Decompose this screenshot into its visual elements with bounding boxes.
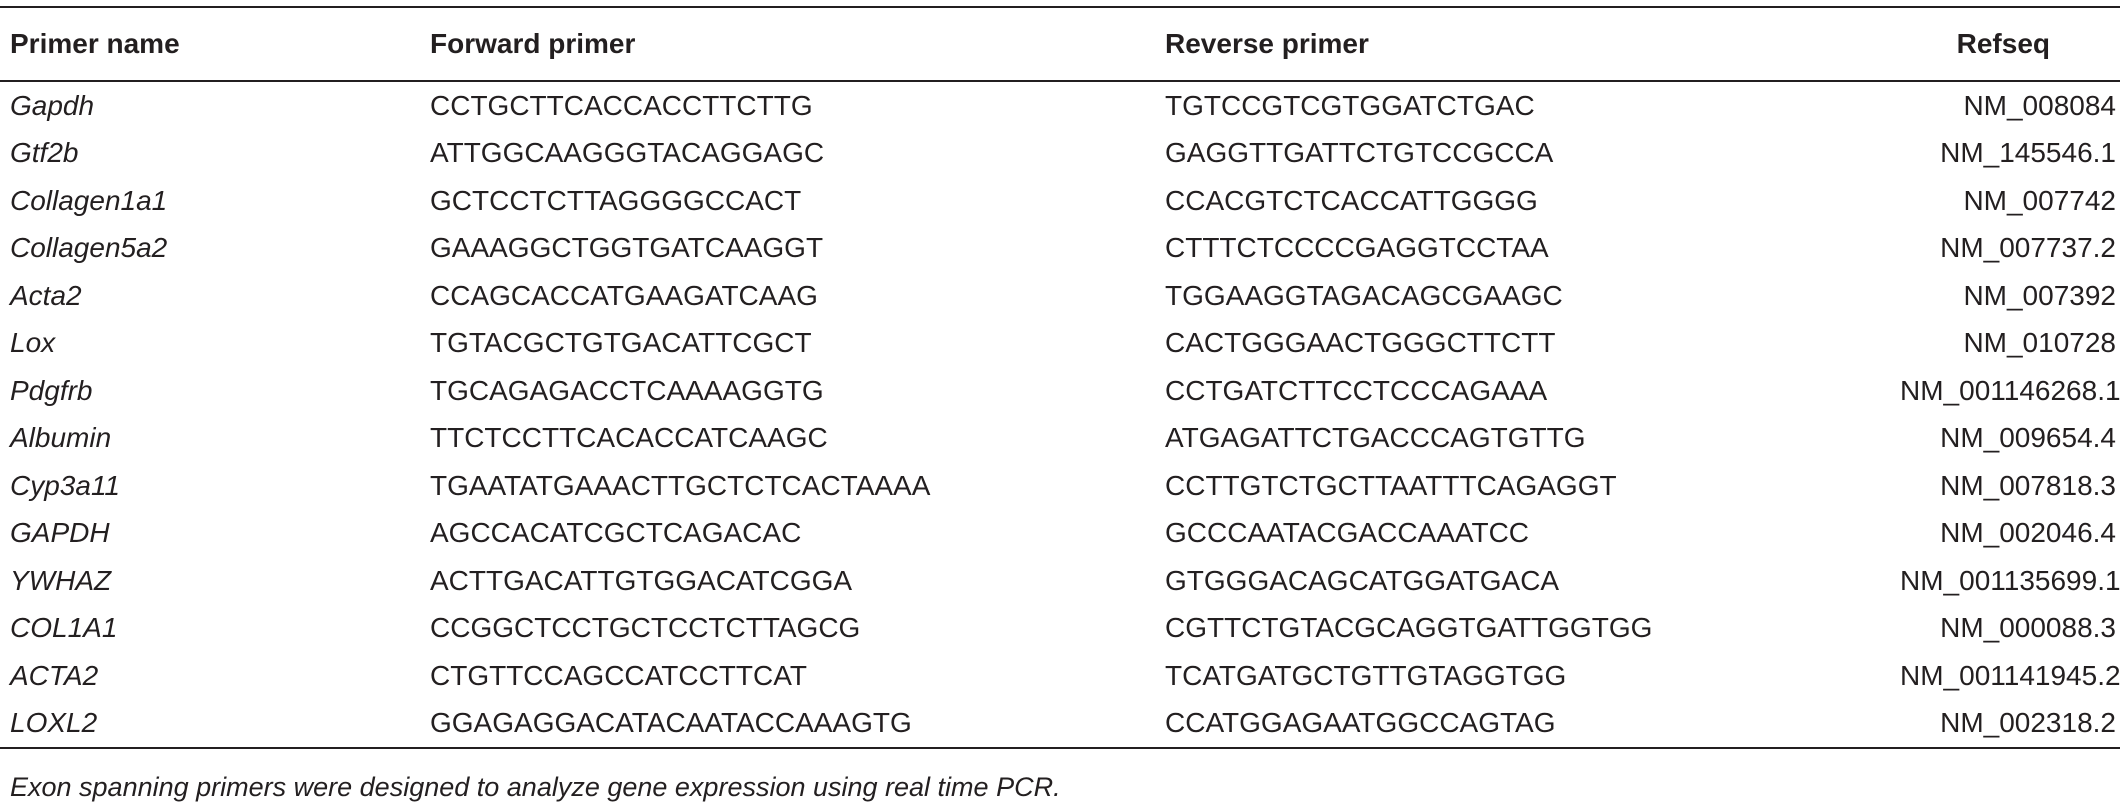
primer-name-cell: Cyp3a11 (10, 469, 121, 501)
forward-primer-cell: CCAGCACCATGAAGATCAAG (430, 279, 818, 311)
table-row: Collagen1a1 GCTCCTCTTAGGGGCCACT CCACGTCTCA… (0, 177, 2120, 225)
forward-primer-cell: CCGGCTCCTGCTCCTCTTAGCG (430, 612, 861, 644)
primer-name-cell: ACTA2 (10, 659, 99, 691)
reverse-primer-cell: CGTTCTGTACGCAGGTGATTGGTGG (1165, 612, 1653, 644)
table-row: LOXL2 GGAGAGGACATACAATACCAAAGTG CCATGGAGAA… (0, 700, 2120, 748)
table-row: Cyp3a11 TGAATATGAAACTTGCTCTCACTAAAA CCTTGT… (0, 462, 2120, 510)
forward-primer-cell: ACTTGACATTGTGGACATCGGA (430, 564, 853, 596)
primer-name-cell: Acta2 (10, 279, 82, 311)
refseq-cell: NM_007392 (1963, 279, 2116, 311)
refseq-cell: NM_007737.2 (1940, 232, 2116, 264)
table-row: Pdgfrb TGCAGAGACCTCAAAAGGTG CCTGATCTTCCTCC… (0, 367, 2120, 415)
reverse-primer-cell: TGGAAGGTAGACAGCGAAGC (1165, 279, 1563, 311)
primer-table: Primer name Forward primer Reverse prime… (0, 8, 2120, 80)
forward-primer-cell: ATTGGCAAGGGTACAGGAGC (430, 137, 825, 169)
forward-primer-cell: GAAAGGCTGGTGATCAAGGT (430, 232, 824, 264)
primer-table-container: Primer name Forward primer Reverse prime… (0, 6, 2120, 749)
table-row: Gtf2b ATTGGCAAGGGTACAGGAGC GAGGTTGATTCTGTC… (0, 130, 2120, 178)
header-forward-primer: Forward primer (430, 28, 636, 59)
reverse-primer-cell: TGTCCGTCGTGGATCTGAC (1165, 89, 1535, 121)
table-header-rule (0, 80, 2120, 82)
table-body: Gapdh CCTGCTTCACCACCTTCTTG TGTCCGTCGTGGATC… (0, 82, 2120, 747)
reverse-primer-cell: GAGGTTGATTCTGTCCGCCA (1165, 137, 1554, 169)
reverse-primer-cell: CCATGGAGAATGGCCAGTAG (1165, 707, 1556, 739)
refseq-cell: NM_007818.3 (1940, 469, 2116, 501)
primer-name-cell: Lox (10, 327, 56, 359)
forward-primer-cell: CCTGCTTCACCACCTTCTTG (430, 89, 813, 121)
forward-primer-cell: TGCAGAGACCTCAAAAGGTG (430, 374, 824, 406)
table-row: COL1A1 CCGGCTCCTGCTCCTCTTAGCG CGTTCTGTACGC… (0, 605, 2120, 653)
forward-primer-cell: AGCCACATCGCTCAGACAC (430, 517, 802, 549)
reverse-primer-cell: GCCCAATACGACCAAATCC (1165, 517, 1530, 549)
forward-primer-cell: GCTCCTCTTAGGGGCCACT (430, 184, 802, 216)
reverse-primer-cell: TCATGATGCTGTTGTAGGTGG (1165, 659, 1567, 691)
refseq-cell: NM_145546.1 (1940, 137, 2116, 169)
table-row: Lox TGTACGCTGTGACATTCGCT CACTGGGAACTGGGCTT… (0, 320, 2120, 368)
table-row: GAPDH AGCCACATCGCTCAGACAC GCCCAATACGACCAAA… (0, 510, 2120, 558)
primer-name-cell: COL1A1 (10, 612, 118, 644)
header-primer-name: Primer name (10, 28, 180, 59)
reverse-primer-cell: GTGGGACAGCATGGATGACA (1165, 564, 1560, 596)
table-top-rule (0, 6, 2120, 8)
table-row: Acta2 CCAGCACCATGAAGATCAAG TGGAAGGTAGACAGC… (0, 272, 2120, 320)
reverse-primer-cell: CCACGTCTCACCATTGGGG (1165, 184, 1538, 216)
forward-primer-cell: TGTACGCTGTGACATTCGCT (430, 327, 812, 359)
table-row: Collagen5a2 GAAAGGCTGGTGATCAAGGT CTTTCTCCC… (0, 225, 2120, 273)
refseq-cell: NM_001146268.1 (1900, 374, 2120, 406)
table-bottom-rule (0, 747, 2120, 749)
forward-primer-cell: GGAGAGGACATACAATACCAAAGTG (430, 707, 912, 739)
reverse-primer-cell: ATGAGATTCTGACCCAGTGTTG (1165, 422, 1586, 454)
forward-primer-cell: CTGTTCCAGCCATCCTTCAT (430, 659, 807, 691)
primer-name-cell: Gtf2b (10, 137, 79, 169)
header-reverse-primer: Reverse primer (1165, 28, 1369, 59)
primer-name-cell: Albumin (10, 422, 112, 454)
table-row: ACTA2 CTGTTCCAGCCATCCTTCAT TCATGATGCTGTTGT… (0, 652, 2120, 700)
primer-table-body: Gapdh CCTGCTTCACCACCTTCTTG TGTCCGTCGTGGATC… (0, 82, 2120, 747)
table-row: Gapdh CCTGCTTCACCACCTTCTTG TGTCCGTCGTGGATC… (0, 82, 2120, 130)
refseq-cell: NM_002318.2 (1940, 707, 2116, 739)
primer-name-cell: YWHAZ (10, 564, 112, 596)
primer-name-cell: LOXL2 (10, 707, 98, 739)
reverse-primer-cell: CTTTCTCCCCGAGGTCCTAA (1165, 232, 1549, 264)
primer-name-cell: Pdgfrb (10, 374, 93, 406)
primer-name-cell: GAPDH (10, 517, 110, 549)
forward-primer-cell: TGAATATGAAACTTGCTCTCACTAAAA (430, 469, 931, 501)
refseq-cell: NM_010728 (1963, 327, 2116, 359)
refseq-cell: NM_007742 (1963, 184, 2116, 216)
primer-name-cell: Collagen5a2 (10, 232, 168, 264)
primer-name-cell: Gapdh (10, 89, 95, 121)
table-row: Albumin TTCTCCTTCACACCATCAAGC ATGAGATTCTGA… (0, 415, 2120, 463)
header-refseq: Refseq (1956, 28, 2050, 59)
table-footnote: Exon spanning primers were designed to a… (10, 772, 1061, 802)
table-row: YWHAZ ACTTGACATTGTGGACATCGGA GTGGGACAGCATG… (0, 557, 2120, 605)
reverse-primer-cell: CCTTGTCTGCTTAATTTCAGAGGT (1165, 469, 1617, 501)
refseq-cell: NM_001135699.1 (1900, 564, 2120, 596)
refseq-cell: NM_008084 (1963, 89, 2116, 121)
refseq-cell: NM_000088.3 (1940, 612, 2116, 644)
primer-name-cell: Collagen1a1 (10, 184, 168, 216)
forward-primer-cell: TTCTCCTTCACACCATCAAGC (430, 422, 828, 454)
refseq-cell: NM_002046.4 (1940, 517, 2116, 549)
reverse-primer-cell: CACTGGGAACTGGGCTTCTT (1165, 327, 1556, 359)
refseq-cell: NM_009654.4 (1940, 422, 2116, 454)
header-row: Primer name Forward primer Reverse prime… (0, 8, 2120, 80)
table-header: Primer name Forward primer Reverse prime… (0, 8, 2120, 80)
reverse-primer-cell: CCTGATCTTCCTCCCAGAAA (1165, 374, 1548, 406)
refseq-cell: NM_001141945.2 (1900, 659, 2120, 691)
